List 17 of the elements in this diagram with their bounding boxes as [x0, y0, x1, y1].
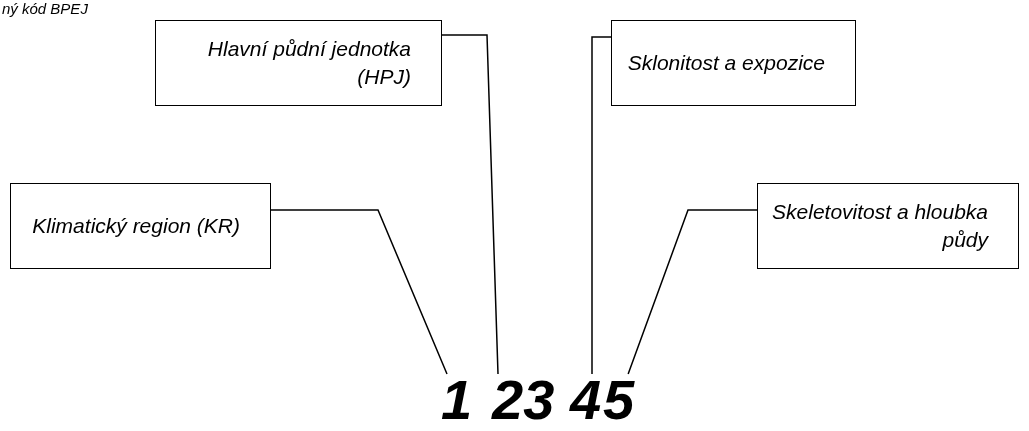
leader-line [441, 34, 499, 375]
label-box [155, 20, 442, 106]
code-digit: 5 [603, 372, 635, 428]
caption-text: ný kód BPEJ [2, 0, 88, 17]
leader-line [591, 36, 612, 375]
box-label: Skeletovitost a hloubka půdy [771, 199, 990, 253]
box-label: Klimatický region (KR) [31, 213, 241, 239]
leader-line [270, 209, 448, 375]
code-digit: 23 [492, 372, 555, 428]
leader-line [627, 209, 758, 375]
label-box [10, 183, 271, 269]
label-box [611, 20, 856, 106]
code-digit: 4 [570, 372, 602, 428]
label-box [757, 183, 1019, 269]
code-digit: 1 [441, 372, 473, 428]
box-label: Hlavní půdní jednotka (HPJ) [206, 36, 412, 90]
box-label: Sklonitost a expozice [626, 50, 826, 76]
